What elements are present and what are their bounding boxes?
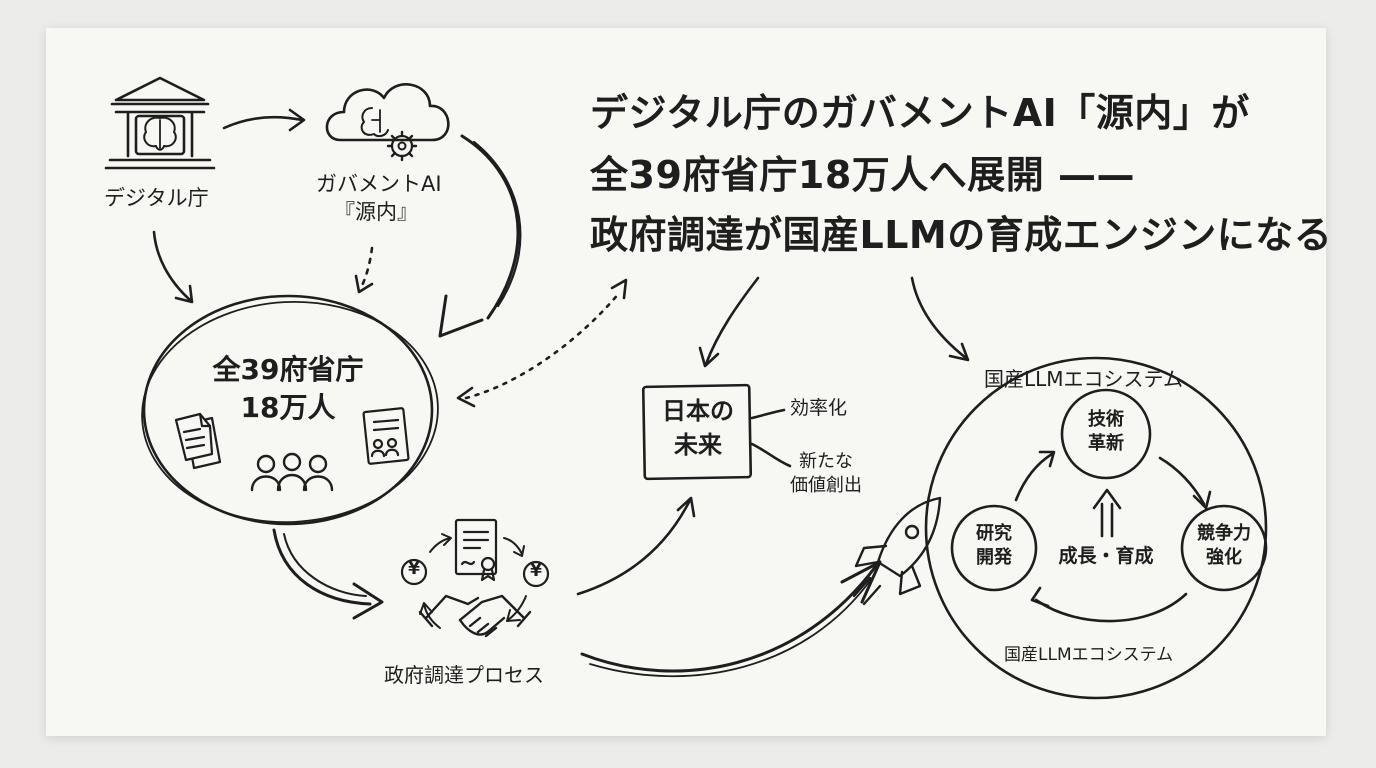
big-arrow-ai-to-ministries [438,134,522,338]
ecosystem-bottom-label: 国産LLMエコシステム [1004,645,1174,665]
report-icon [362,407,410,465]
dotted-double-arrow [464,290,622,400]
dotted-arrow-ai-to-ministries [358,246,374,292]
cycle-arrow-rd-to-tech [1014,452,1054,502]
diagram-card [46,28,1326,736]
people-icon [250,452,334,492]
big-swoosh-arrow [580,564,878,673]
rocket-icon [852,496,942,606]
government-building-icon [104,76,216,170]
node-competitiveness [1180,504,1268,592]
arrow-agency-to-ai [222,115,304,130]
ecosystem-top-label: 国産LLMエコシステム [984,367,1183,391]
title-line-1: デジタル庁のガバメントAI「源内」が [590,91,1250,135]
ai-label-line2: 『源内』 [334,200,418,224]
node-tech-line1: 技術 [1088,409,1124,430]
ministries-count: 全39府省庁 [212,353,364,386]
yen-coin-right-icon [522,560,550,588]
documents-icon [174,412,222,470]
node-rd-line2: 開発 [976,547,1012,568]
node-tech-innovation [1060,388,1152,480]
yen-coin-left-icon [400,558,428,586]
future-box [641,383,753,481]
branch-efficiency-label: 効率化 [790,397,848,419]
arrow-procurement-to-future [576,498,692,596]
title-line-2: 全39府省庁18万人へ展開 —— [590,153,1135,197]
branch-new-value [750,442,792,468]
yen-symbol-right: ¥ [530,561,542,581]
ministries-ellipse [142,294,434,526]
branch-new-value-line1: 新たな [799,451,853,472]
node-competition-line2: 強化 [1206,547,1242,568]
node-rd [950,504,1038,592]
node-competition-line1: 競争力 [1197,523,1251,544]
future-box-line1: 日本の [662,397,734,425]
ai-label-line1: ガバメントAI [316,172,442,196]
cycle-arrow-tech-to-competition [1158,456,1206,506]
contract-icon [454,518,498,582]
growth-up-arrow [1092,488,1122,538]
node-rd-line1: 研究 [976,523,1012,544]
handshake-icon [418,594,532,638]
arrow-ministries-to-procurement [272,528,372,606]
future-box-line2: 未来 [674,431,722,459]
procurement-label: 政府調達プロセス [384,663,544,687]
agency-label: デジタル庁 [104,186,209,210]
ecosystem-circle [924,356,1268,700]
cycle-arrow-competition-to-rd [1034,592,1188,623]
title-line-3: 政府調達が国産LLMの育成エンジンになる [590,213,1333,257]
node-tech-line2: 革新 [1088,433,1124,454]
arrow-agency-to-ministries [152,230,192,302]
ai-cloud-icon [325,83,450,162]
arrow-title-to-future [704,276,760,366]
ministries-people: 18万人 [240,391,336,424]
arrow-title-to-ecosystem [910,276,968,360]
growth-center-label: 成長・育成 [1058,545,1154,567]
branch-efficiency [750,408,786,420]
cycle-arrows-icon [419,533,527,629]
branch-new-value-line2: 価値創出 [790,475,862,496]
yen-symbol-left: ¥ [408,559,420,579]
